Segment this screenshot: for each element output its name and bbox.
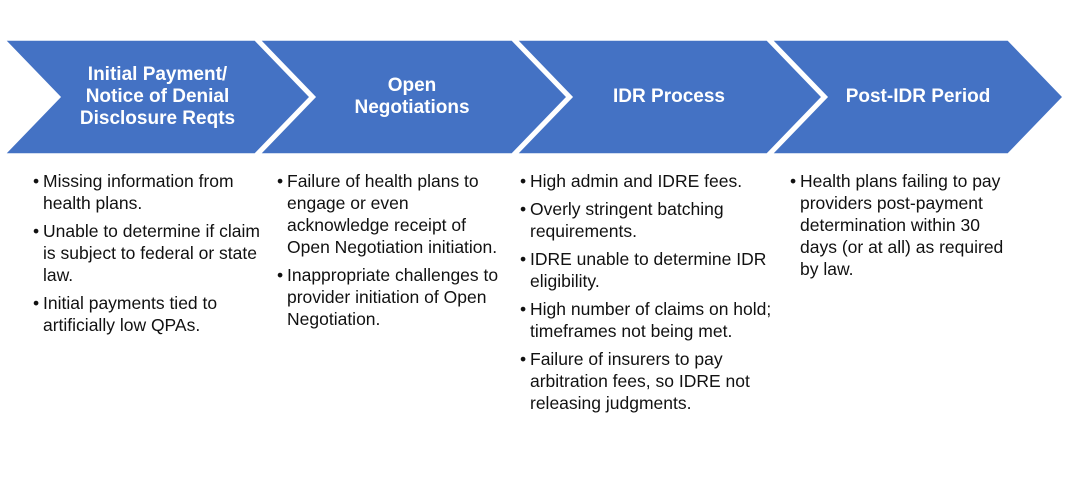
- chevron-stage-2: [258, 39, 569, 155]
- issue-bullet: Health plans failing to pay providers po…: [790, 170, 1020, 280]
- issue-bullet: Missing information from health plans.: [33, 170, 265, 214]
- stage-title-initial-payment: Initial Payment/ Notice of Denial Disclo…: [79, 64, 236, 129]
- issue-bullet: High number of claims on hold; timeframe…: [520, 298, 775, 342]
- stage-title-idr-process: IDR Process: [613, 86, 725, 107]
- issue-bullet: Failure of insurers to pay arbitration f…: [520, 348, 775, 414]
- issue-bullet: IDRE unable to determine IDR eligibility…: [520, 248, 775, 292]
- issue-bullet: Inappropriate challenges to provider ini…: [277, 264, 512, 330]
- issue-bullet: Initial payments tied to artificially lo…: [33, 292, 265, 336]
- stage-1-issues-list: Missing information from health plans. U…: [33, 170, 265, 342]
- chevron-stage-4: [770, 39, 1065, 155]
- stage-4-issues-list: Health plans failing to pay providers po…: [790, 170, 1020, 286]
- issue-bullet: Failure of health plans to engage or eve…: [277, 170, 512, 258]
- chevron-stage-1: [3, 39, 312, 155]
- stage-2-issues-list: Failure of health plans to engage or eve…: [277, 170, 512, 336]
- chevron-stage-3: [515, 39, 824, 155]
- stage-3-issues-list: High admin and IDRE fees. Overly stringe…: [520, 170, 775, 420]
- stage-title-post-idr: Post-IDR Period: [845, 86, 991, 107]
- stage-title-open-negotiations: Open Negotiations: [354, 75, 470, 118]
- issue-bullet: Unable to determine if claim is subject …: [33, 220, 265, 286]
- issue-bullet: High admin and IDRE fees.: [520, 170, 775, 192]
- issue-bullet: Overly stringent batching requirements.: [520, 198, 775, 242]
